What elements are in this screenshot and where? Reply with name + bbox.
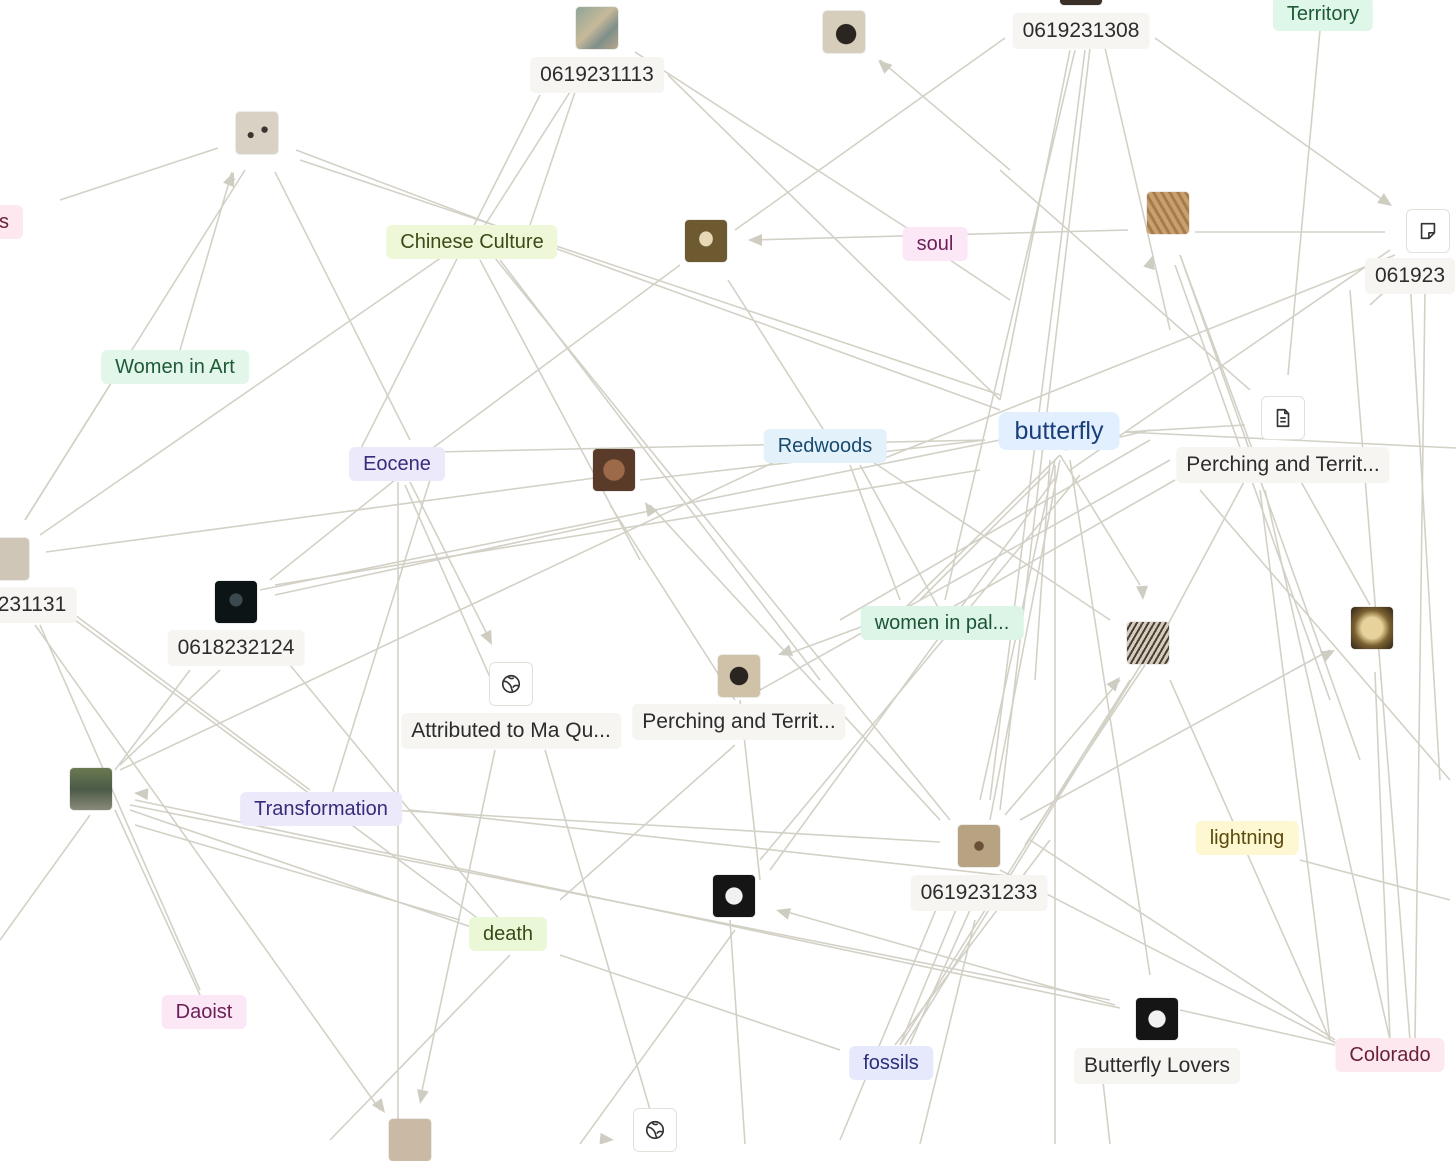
document-icon [1276,408,1290,428]
tag-lightning[interactable]: lightning [1195,821,1299,855]
globe-icon-node[interactable] [489,662,533,706]
node-label-0619231113: 0619231113 [530,57,664,93]
node-label-231131-partial: 231131 [0,587,77,623]
forest-thumbnail[interactable] [70,768,112,810]
node-label-0619231233: 0619231233 [910,875,1048,911]
tag-butterfly[interactable]: butterfly [998,412,1120,450]
tag-daoist[interactable]: Daoist [161,995,247,1029]
portrait-thumbnail[interactable] [685,220,727,262]
leaf-thumbnail[interactable] [1147,192,1189,234]
tag-soul[interactable]: soul [902,227,968,261]
tag-partial-left[interactable]: s [0,205,23,239]
dance-lovers-thumbnail[interactable] [1136,998,1178,1040]
fossil-thumbnail[interactable] [958,825,1000,867]
birds-sketch-thumbnail[interactable] [236,112,278,154]
bird-center-thumbnail[interactable] [718,655,760,697]
tag-redwoods[interactable]: Redwoods [763,429,887,463]
tag-territory[interactable]: Territory [1272,0,1374,31]
map-thumbnail[interactable] [576,7,618,49]
fossil-leaf-thumbnail[interactable] [1127,622,1169,664]
node-label-061923-partial: 061923 [1364,258,1456,294]
note-icon-node[interactable] [1406,209,1450,253]
top-partial-thumbnail[interactable] [1060,0,1102,5]
globe-icon [501,674,521,694]
bird-sketch-partial-thumbnail[interactable] [0,538,29,580]
node-label-perching-territ-right: Perching and Territ... [1176,447,1390,483]
tag-death[interactable]: death [468,917,548,951]
tag-women-in-art[interactable]: Women in Art [101,350,249,384]
dark-portrait-thumbnail[interactable] [215,581,257,623]
bird-thumbnail[interactable] [823,11,865,53]
tag-eocene[interactable]: Eocene [349,447,445,481]
tag-colorado[interactable]: Colorado [1335,1038,1445,1072]
note-icon [1420,222,1436,240]
globe-icon-node-bottom[interactable] [633,1108,677,1152]
gold-leaf-thumbnail[interactable] [1351,607,1393,649]
tag-fossils[interactable]: fossils [849,1046,933,1080]
document-icon-node[interactable] [1261,396,1305,440]
node-label-butterfly-lovers: Butterfly Lovers [1074,1048,1240,1084]
node-label-0619231308: 0619231308 [1012,13,1150,49]
node-label-attributed-ma: Attributed to Ma Qu... [401,713,621,749]
tag-women-in-paleontology[interactable]: women in pal... [860,606,1024,640]
globe-icon [645,1120,665,1140]
rock-thumbnail[interactable] [389,1119,431,1161]
tag-chinese-culture[interactable]: Chinese Culture [386,225,558,259]
node-label-0618232124: 0618232124 [167,630,305,666]
tag-transformation[interactable]: Transformation [240,792,402,826]
seed-thumbnail[interactable] [593,449,635,491]
node-label-perching-territ-center: Perching and Territ... [632,704,846,740]
dance-thumbnail[interactable] [713,875,755,917]
